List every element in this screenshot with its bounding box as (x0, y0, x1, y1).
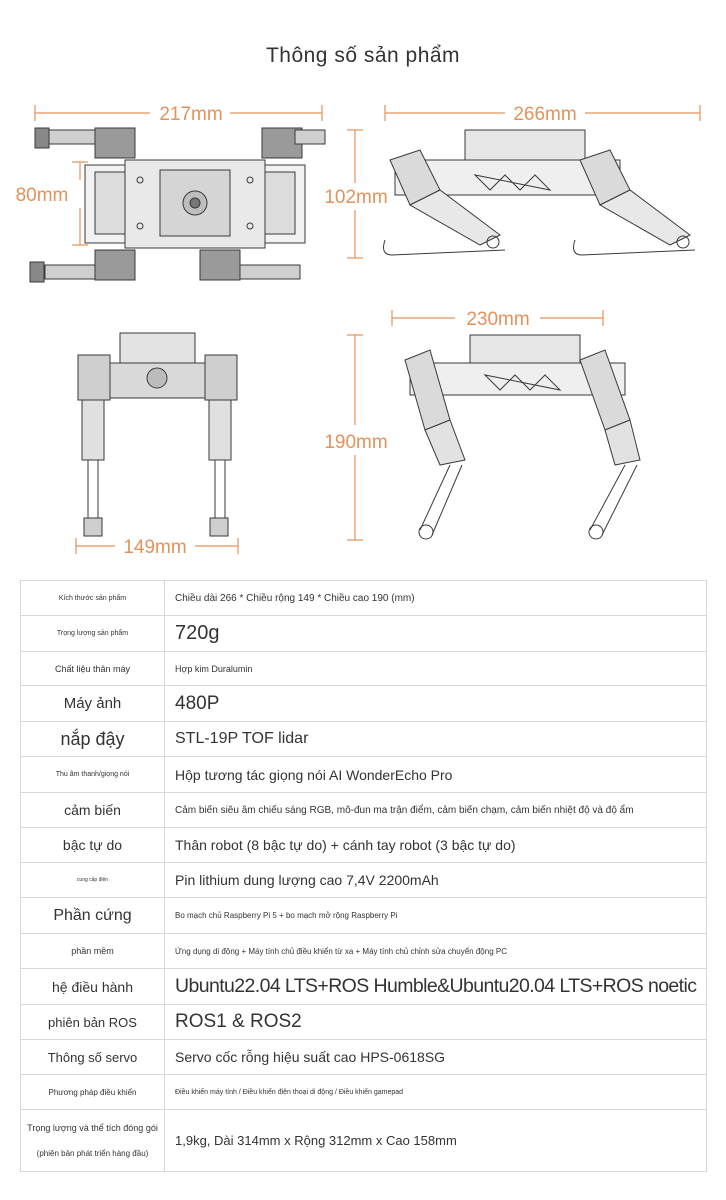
spec-row-dof: bậc tự do Thân robot (8 bậc tự do) + cán… (20, 827, 707, 863)
top-height-dimension (72, 161, 88, 246)
spec-value: Hợp kim Duralumin (164, 651, 707, 686)
top-height-label: 80mm (16, 185, 69, 206)
front-width-label: 149mm (123, 537, 186, 558)
spec-value: STL-19P TOF lidar (164, 721, 707, 757)
front-width-dimension (75, 538, 239, 554)
spec-row-servo: Thông số servo Servo cốc rỗng hiệu suất … (20, 1039, 707, 1075)
side-length-label: 266mm (513, 104, 576, 125)
spec-label: Máy ảnh (20, 685, 165, 722)
spec-value: 1,9kg, Dài 314mm x Rộng 312mm x Cao 158m… (164, 1109, 707, 1172)
side-height-label: 102mm (324, 187, 387, 208)
spec-row-control: Phương pháp điều khiển Điều khiển máy tí… (20, 1074, 707, 1110)
spec-label: Thông số servo (20, 1039, 165, 1075)
spec-row-package: Trọng lượng và thể tích đóng gói (phiên … (20, 1109, 707, 1172)
spec-value: ROS1 & ROS2 (164, 1004, 707, 1040)
spec-value: Pin lithium dung lượng cao 7,4V 2200mAh (164, 862, 707, 898)
spec-row-hardware: Phần cứng Bo mạch chủ Raspberry Pi 5 + b… (20, 897, 707, 934)
spec-value: Cảm biến siêu âm chiếu sáng RGB, mô-đun … (164, 792, 707, 828)
spec-value: Điều khiển máy tính / Điều khiển điện th… (164, 1074, 707, 1110)
spec-value: Ubuntu22.04 LTS+ROS Humble&Ubuntu20.04 L… (164, 968, 707, 1005)
spec-row-camera: Máy ảnh 480P (20, 685, 707, 722)
top-width-label: 217mm (159, 104, 222, 125)
standing-length-label: 230mm (466, 309, 529, 330)
standing-height-dimension (347, 334, 363, 541)
spec-label: bậc tự do (20, 827, 165, 863)
spec-row-power: cung cấp điện Pin lithium dung lượng cao… (20, 862, 707, 898)
spec-row-os: hệ điều hành Ubuntu22.04 LTS+ROS Humble&… (20, 968, 707, 1005)
spec-row-weight: Trọng lượng sản phẩm 720g (20, 615, 707, 652)
standing-height-label: 190mm (324, 432, 387, 453)
spec-label: nắp đậy (20, 721, 165, 757)
spec-label: hệ điều hành (20, 968, 165, 1005)
spec-label: Phần cứng (20, 897, 165, 934)
spec-value: 480P (164, 685, 707, 722)
spec-row-voice: Thu âm thanh/giọng nói Hộp tương tác giọ… (20, 756, 707, 793)
side-length-dimension (384, 105, 701, 121)
side-view-drawing (383, 129, 696, 256)
spec-label: phiên bản ROS (20, 1004, 165, 1040)
spec-label: Trọng lượng sản phẩm (20, 615, 165, 652)
spec-table: Kích thước sản phẩm Chiều dài 266 * Chiề… (20, 580, 707, 1172)
spec-row-lidar: nắp đậy STL-19P TOF lidar (20, 721, 707, 757)
spec-label-cell: Trọng lượng và thể tích đóng gói (phiên … (20, 1109, 165, 1172)
front-view-drawing (77, 332, 238, 537)
spec-row-ros: phiên bản ROS ROS1 & ROS2 (20, 1004, 707, 1040)
spec-row-material: Chất liệu thân máy Hợp kim Duralumin (20, 651, 707, 686)
spec-label: phần mềm (20, 933, 165, 969)
top-view-drawing (29, 127, 326, 283)
spec-label: cung cấp điện (20, 862, 165, 898)
spec-label-sub: (phiên bản phát triển hàng đầu) (36, 1148, 149, 1158)
spec-label: cảm biến (20, 792, 165, 828)
spec-value: Chiều dài 266 * Chiều rộng 149 * Chiều c… (164, 580, 707, 616)
spec-value: 720g (164, 615, 707, 652)
spec-label: Kích thước sản phẩm (20, 580, 165, 616)
spec-label: Thu âm thanh/giọng nói (20, 756, 165, 793)
dimension-drawings: 217mm 80mm 266mm 102mm (16, 104, 701, 558)
side-height-dimension (347, 129, 363, 259)
spec-row-dimensions: Kích thước sản phẩm Chiều dài 266 * Chiề… (20, 580, 707, 616)
standing-view-drawing (404, 334, 641, 540)
spec-value: Servo cốc rỗng hiệu suất cao HPS-0618SG (164, 1039, 707, 1075)
page-title: Thông số sản phẩm (265, 44, 461, 67)
spec-value: Hộp tương tác giọng nói AI WonderEcho Pr… (164, 756, 707, 793)
spec-label: Chất liệu thân máy (20, 651, 165, 686)
spec-label: Phương pháp điều khiển (20, 1074, 165, 1110)
spec-label: Trọng lượng và thể tích đóng gói (27, 1122, 158, 1133)
spec-row-software: phần mềm Ứng dụng di động + Máy tính chủ… (20, 933, 707, 969)
top-width-dimension (34, 105, 323, 121)
spec-value: Thân robot (8 bậc tự do) + cánh tay robo… (164, 827, 707, 863)
spec-row-sensors: cảm biến Cảm biến siêu âm chiếu sáng RGB… (20, 792, 707, 828)
spec-value: Ứng dụng di động + Máy tính chủ điều khi… (164, 933, 707, 969)
spec-value: Bo mạch chủ Raspberry Pi 5 + bo mạch mở … (164, 897, 707, 934)
standing-length-dimension (391, 310, 604, 326)
